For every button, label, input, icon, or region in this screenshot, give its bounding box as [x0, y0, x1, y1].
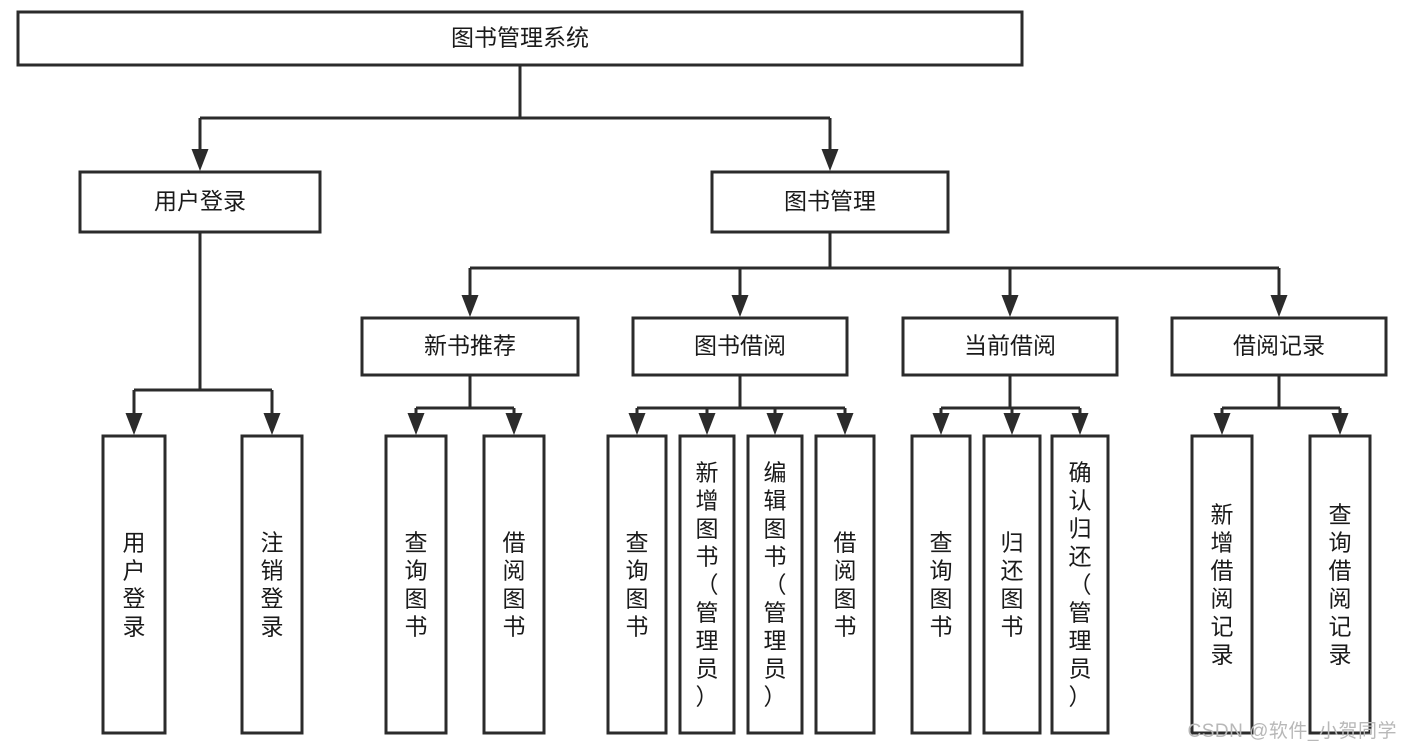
node-label: 图书管理: [784, 188, 876, 214]
arrow-head-icon: [407, 413, 425, 435]
arrow-head-icon: [1213, 413, 1231, 435]
arrow-head-icon: [191, 149, 209, 171]
node-label: 当前借阅: [964, 333, 1056, 359]
node-user-login[interactable]: 用户登录: [78, 170, 322, 234]
node-box[interactable]: [710, 170, 950, 234]
node-label: 确认归还（管理员）: [1069, 460, 1092, 710]
node-label: 图书借阅: [694, 333, 786, 359]
arrow-head-icon: [821, 149, 839, 171]
node-leaf-borrow-book-1[interactable]: 借阅图书: [482, 434, 546, 735]
node-label: 查询借阅记录: [1329, 502, 1352, 668]
arrow-head-icon: [1003, 413, 1021, 435]
node-new-book-rec[interactable]: 新书推荐: [360, 316, 580, 377]
arrow-head-icon: [698, 413, 716, 435]
node-box[interactable]: [78, 170, 322, 234]
node-box[interactable]: [982, 434, 1042, 735]
node-label: 归还图书: [1001, 530, 1024, 640]
arrow-head-icon: [1071, 413, 1089, 435]
node-leaf-query-record[interactable]: 查询借阅记录: [1308, 434, 1372, 735]
node-box[interactable]: [814, 434, 876, 735]
node-label: 注销登录: [261, 530, 284, 640]
node-root[interactable]: 图书管理系统: [16, 10, 1024, 67]
node-leaf-add-book[interactable]: 新增图书（管理员）: [678, 434, 736, 735]
node-book-manage[interactable]: 图书管理: [710, 170, 950, 234]
node-label: 借阅图书: [834, 530, 857, 640]
node-leaf-add-record[interactable]: 新增借阅记录: [1190, 434, 1254, 735]
node-label: 用户登录: [123, 530, 146, 640]
node-box[interactable]: [1170, 316, 1388, 377]
arrow-head-icon: [125, 413, 143, 435]
node-leaf-borrow-book-2[interactable]: 借阅图书: [814, 434, 876, 735]
arrow-head-icon: [731, 295, 749, 317]
node-box[interactable]: [606, 434, 668, 735]
node-label: 图书管理系统: [451, 25, 589, 51]
arrow-head-icon: [628, 413, 646, 435]
node-label: 借阅图书: [503, 530, 526, 640]
node-box[interactable]: [16, 10, 1024, 67]
node-box[interactable]: [746, 434, 804, 735]
node-label: 借阅记录: [1233, 333, 1325, 359]
node-leaf-logout[interactable]: 注销登录: [240, 434, 304, 735]
node-label: 查询图书: [405, 530, 428, 640]
connector-layer: [125, 65, 1349, 435]
node-leaf-return-book[interactable]: 归还图书: [982, 434, 1042, 735]
node-box[interactable]: [1190, 434, 1254, 735]
node-box[interactable]: [1308, 434, 1372, 735]
node-label: 新增借阅记录: [1211, 502, 1234, 668]
arrow-head-icon: [461, 295, 479, 317]
node-leaf-user-login[interactable]: 用户登录: [101, 434, 167, 735]
node-layer: 图书管理系统用户登录图书管理新书推荐图书借阅当前借阅借阅记录用户登录注销登录查询…: [16, 10, 1388, 735]
node-current-borrow[interactable]: 当前借阅: [901, 316, 1119, 377]
node-box[interactable]: [678, 434, 736, 735]
node-box[interactable]: [901, 316, 1119, 377]
node-label: 编辑图书（管理员）: [764, 460, 787, 710]
node-label: 查询图书: [626, 530, 649, 640]
node-box[interactable]: [482, 434, 546, 735]
node-label: 新增图书（管理员）: [696, 460, 719, 710]
node-box[interactable]: [360, 316, 580, 377]
node-leaf-query-book-3[interactable]: 查询图书: [910, 434, 972, 735]
arrow-head-icon: [505, 413, 523, 435]
arrow-head-icon: [836, 413, 854, 435]
node-label: 查询图书: [930, 530, 953, 640]
node-box[interactable]: [240, 434, 304, 735]
arrow-head-icon: [766, 413, 784, 435]
node-label: 新书推荐: [424, 333, 516, 359]
node-box[interactable]: [910, 434, 972, 735]
arrow-head-icon: [263, 413, 281, 435]
node-leaf-query-book-1[interactable]: 查询图书: [384, 434, 448, 735]
node-box[interactable]: [384, 434, 448, 735]
node-label: 用户登录: [154, 188, 246, 214]
node-leaf-query-book-2[interactable]: 查询图书: [606, 434, 668, 735]
arrow-head-icon: [1270, 295, 1288, 317]
watermark-label: CSDN @软件_小贺同学: [1187, 721, 1397, 742]
node-leaf-edit-book[interactable]: 编辑图书（管理员）: [746, 434, 804, 735]
arrow-head-icon: [932, 413, 950, 435]
arrow-head-icon: [1001, 295, 1019, 317]
node-leaf-confirm-return[interactable]: 确认归还（管理员）: [1050, 434, 1110, 735]
node-borrow-record[interactable]: 借阅记录: [1170, 316, 1388, 377]
node-book-borrow[interactable]: 图书借阅: [631, 316, 849, 377]
node-box[interactable]: [631, 316, 849, 377]
node-box[interactable]: [101, 434, 167, 735]
arrow-head-icon: [1331, 413, 1349, 435]
node-box[interactable]: [1050, 434, 1110, 735]
